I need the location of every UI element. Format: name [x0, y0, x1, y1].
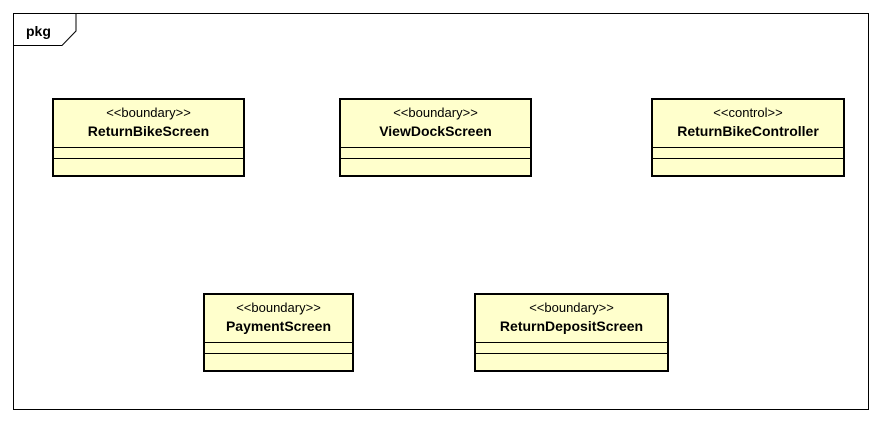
package-tab: [13, 13, 77, 46]
operations-compartment: [54, 159, 243, 173]
class-payment-screen[interactable]: <<boundary>> PaymentScreen: [203, 293, 354, 372]
operations-compartment: [341, 159, 530, 173]
attributes-compartment: [341, 148, 530, 159]
class-name: ReturnBikeController: [677, 123, 819, 139]
class-return-bike-controller[interactable]: <<control>> ReturnBikeController: [651, 98, 845, 177]
class-name: ReturnBikeScreen: [87, 123, 210, 139]
class-name: PaymentScreen: [225, 318, 332, 334]
class-header: <<control>> ReturnBikeController: [653, 100, 843, 148]
operations-compartment: [653, 159, 843, 173]
class-stereotype: <<control>>: [713, 105, 783, 120]
operations-compartment: [476, 354, 667, 368]
attributes-compartment: [205, 343, 352, 354]
attributes-compartment: [476, 343, 667, 354]
class-return-bike-screen[interactable]: <<boundary>> ReturnBikeScreen: [52, 98, 245, 177]
class-header: <<boundary>> ReturnDepositScreen: [476, 295, 667, 343]
class-stereotype: <<boundary>>: [529, 300, 614, 315]
class-name: ReturnDepositScreen: [499, 318, 644, 334]
package-label: pkg: [26, 23, 51, 39]
class-stereotype: <<boundary>>: [236, 300, 321, 315]
class-header: <<boundary>> ReturnBikeScreen: [54, 100, 243, 148]
class-stereotype: <<boundary>>: [393, 105, 478, 120]
class-return-deposit-screen[interactable]: <<boundary>> ReturnDepositScreen: [474, 293, 669, 372]
class-header: <<boundary>> ViewDockScreen: [341, 100, 530, 148]
attributes-compartment: [653, 148, 843, 159]
class-header: <<boundary>> PaymentScreen: [205, 295, 352, 343]
operations-compartment: [205, 354, 352, 368]
class-name: ViewDockScreen: [379, 123, 492, 139]
class-stereotype: <<boundary>>: [106, 105, 191, 120]
class-view-dock-screen[interactable]: <<boundary>> ViewDockScreen: [339, 98, 532, 177]
attributes-compartment: [54, 148, 243, 159]
